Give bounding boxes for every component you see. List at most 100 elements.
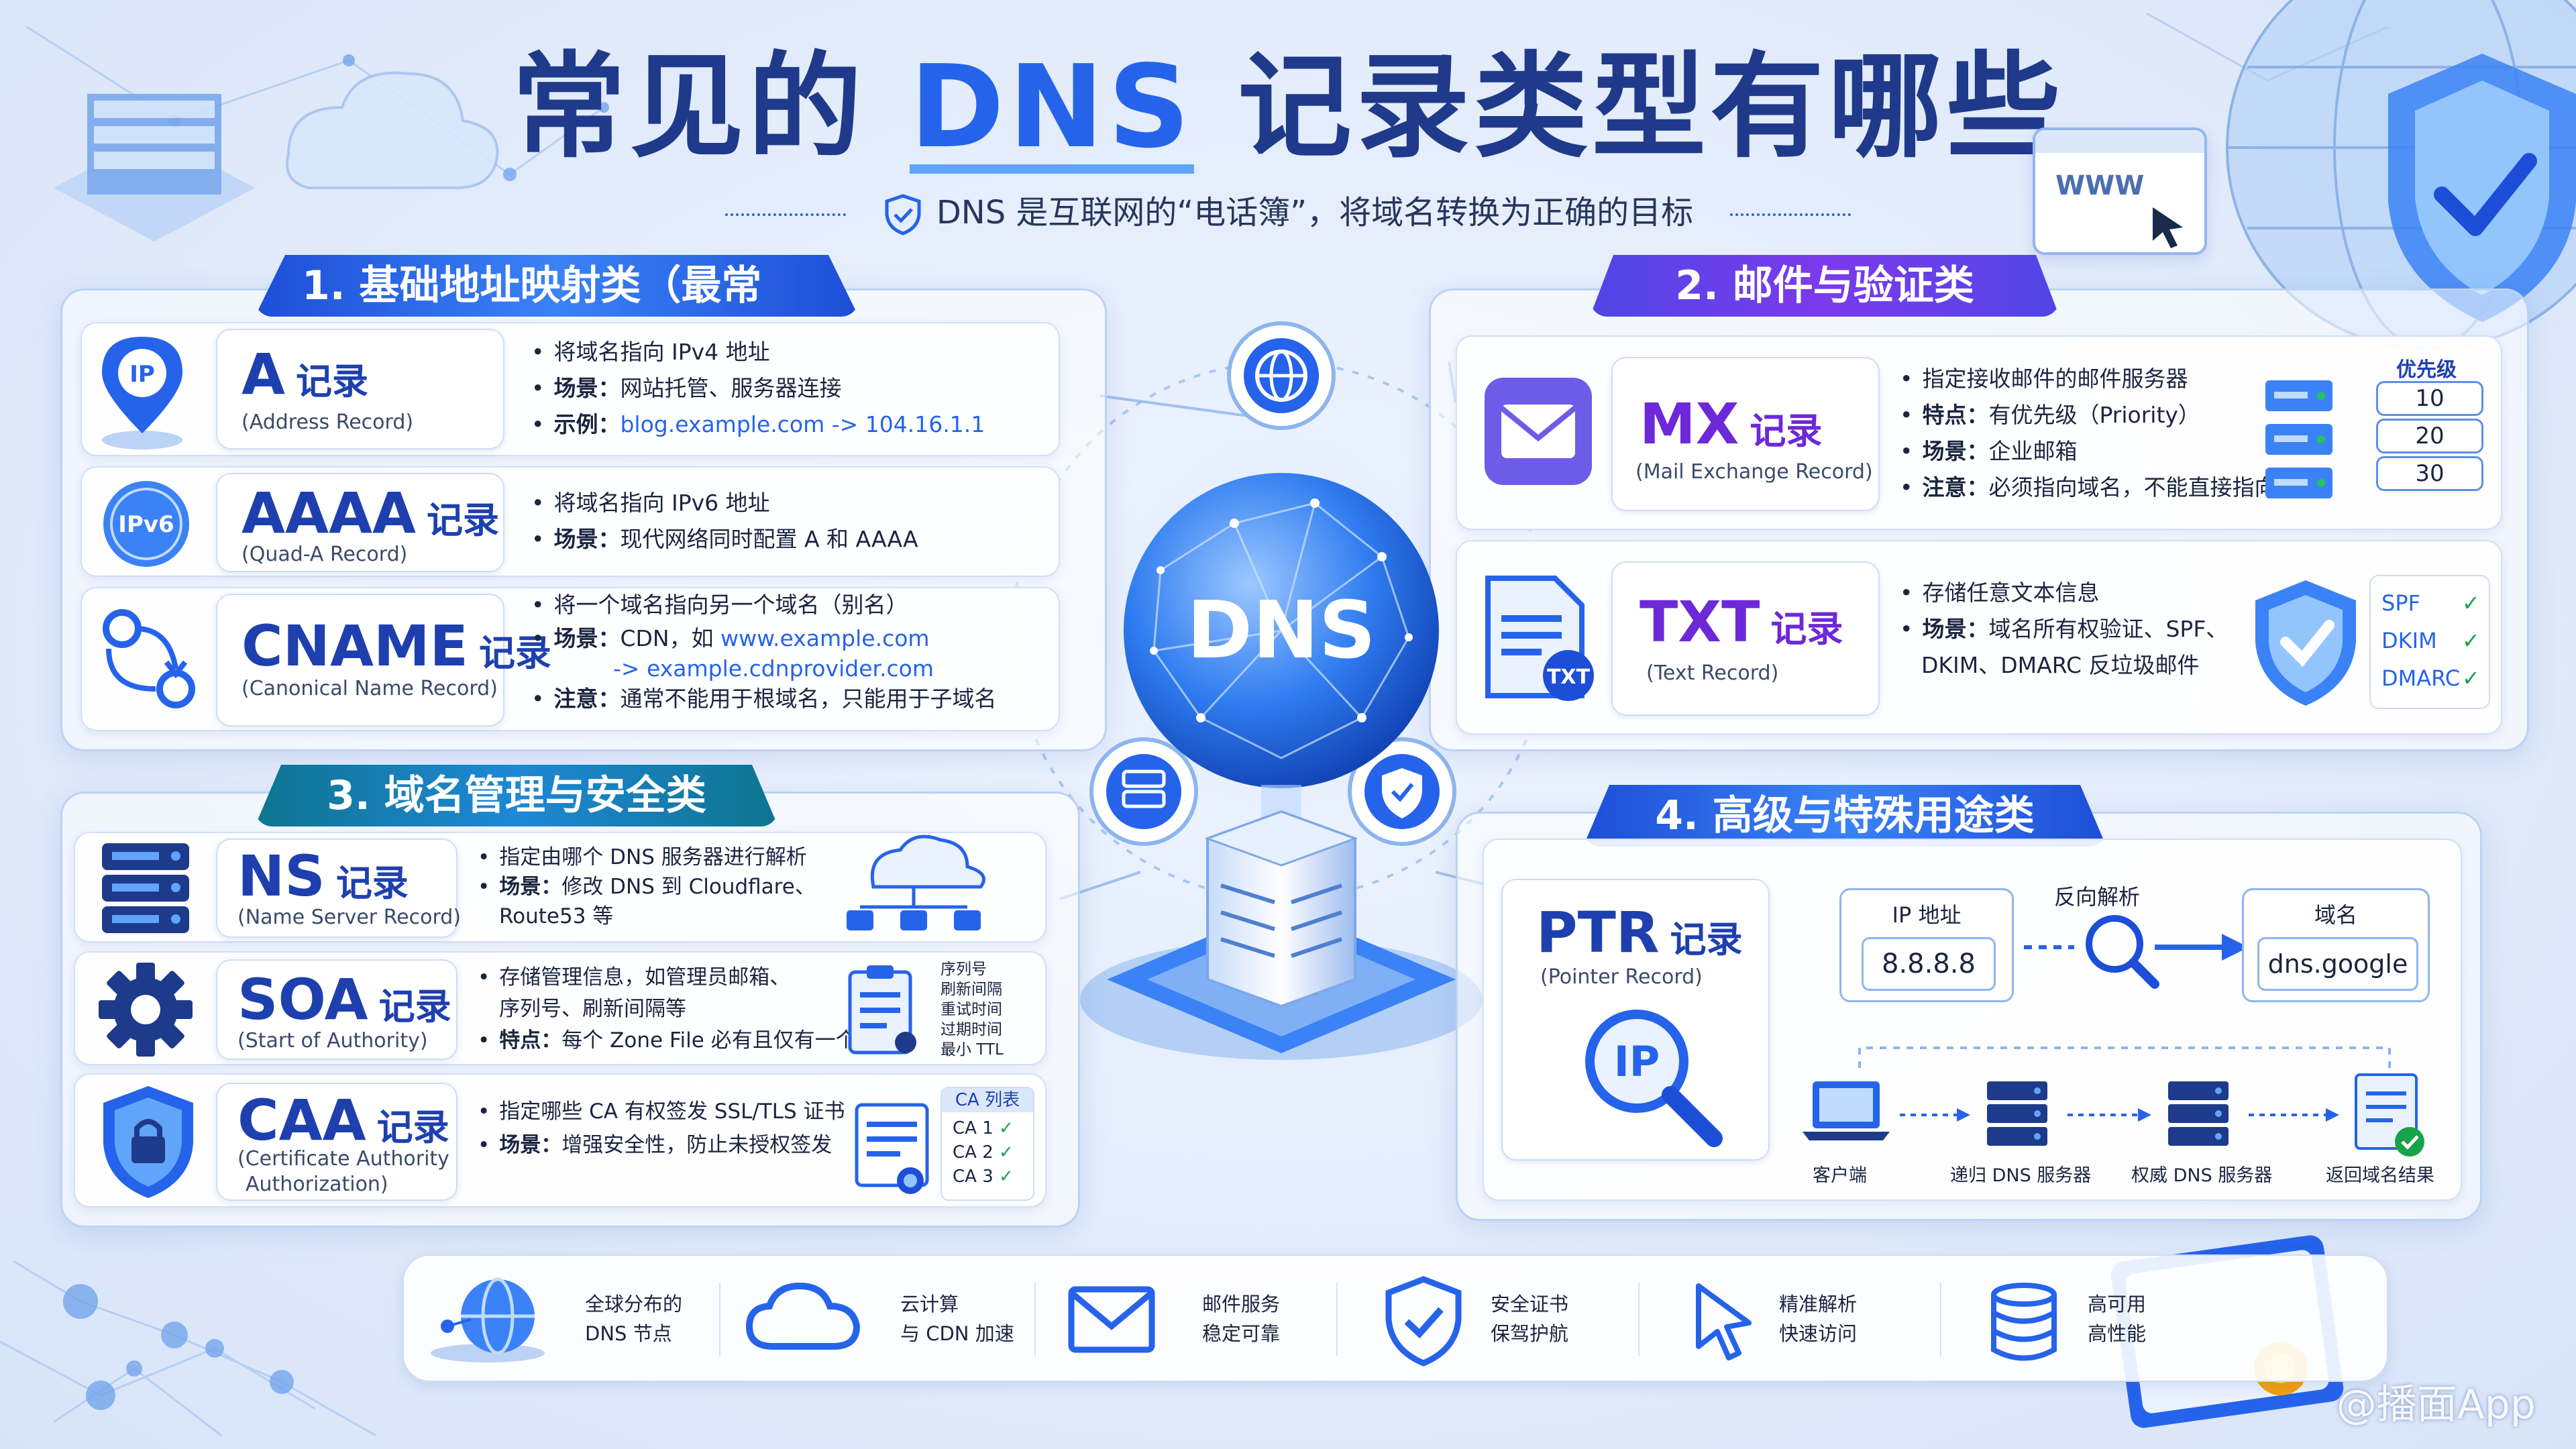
feature-line: 精准解析: [1779, 1293, 1858, 1316]
bullet-text: 有优先级（Priority）: [1988, 402, 2200, 428]
mail-icon: [1485, 378, 1592, 485]
bullet-key: 注意：: [553, 686, 621, 712]
feature-separator: [1638, 1283, 1640, 1356]
section-header-4: 4. 高级与特殊用途类: [1583, 785, 2106, 847]
clipboard-icon: [848, 965, 916, 1055]
checkmark-icon: ✓: [2462, 665, 2480, 691]
bullet: 特点：有优先级（Priority）: [1900, 397, 2304, 433]
feature-line: DNS 节点: [585, 1322, 672, 1345]
feature-separator: [1034, 1283, 1036, 1356]
title-prefix: 常见的: [511, 41, 910, 174]
record-bullets-caa: 指定哪些 CA 有权签发 SSL/TLS 证书 场景：增强安全性，防止未授权签发: [478, 1095, 845, 1162]
bullet-text: 现代网络同时配置 A 和 AAAA: [620, 526, 918, 552]
record-name-a-text: A: [241, 341, 286, 407]
example-link[interactable]: blog.example.com -> 104.16.1.1: [620, 411, 985, 437]
authoritative-server-icon: [2168, 1081, 2229, 1146]
flow-label: 递归 DNS 服务器: [1950, 1165, 2092, 1186]
section-header-2: 2. 邮件与验证类: [1590, 255, 2059, 317]
soa-field: 序列号: [941, 961, 987, 978]
subtitle-line-left: [724, 213, 846, 216]
ca-list-items: CA 1 ✓ CA 2 ✓ CA 3 ✓: [942, 1112, 1033, 1189]
feature-line: 云计算: [900, 1293, 959, 1316]
record-full-caa-2: Authorization): [246, 1173, 388, 1196]
feature-line: 高性能: [2088, 1322, 2147, 1345]
cursor-icon: [1696, 1283, 1752, 1360]
watermark: @播面App: [2336, 1381, 2536, 1428]
bullet-key: 场景：: [499, 875, 562, 899]
bullet: 将域名指向 IPv4 地址: [531, 334, 985, 370]
ca-item-label: CA 2: [953, 1142, 994, 1163]
page-title: 常见的 DNS 记录类型有哪些: [0, 40, 2576, 174]
bullet-text: 网站托管、服务器连接: [620, 375, 842, 401]
record-name-soa-text: SOA: [237, 967, 368, 1032]
example-link[interactable]: www.example.com: [720, 625, 930, 651]
record-name-mx-text: MX: [1640, 391, 1739, 457]
ip-search-label: IP: [1614, 1037, 1660, 1086]
bullet-text: 域名所有权验证、SPF、: [1988, 616, 2229, 642]
soa-field: 过期时间: [941, 1021, 1002, 1038]
server-node-icon: [1089, 737, 1198, 846]
bullet-text: 序列号、刷新间隔等: [499, 997, 686, 1021]
feature-item-mail: 邮件服务稳定可靠: [1048, 1256, 1330, 1383]
bullet: 场景：CDN，如 www.example.com: [531, 622, 996, 655]
record-name-ptr-text: PTR: [1536, 900, 1660, 965]
record-full-cname: (Canonical Name Record): [241, 677, 498, 700]
cloud-icon: [746, 1283, 860, 1350]
soa-field: 最小 TTL: [941, 1041, 1004, 1059]
bullet-text: DKIM、DMARC 反垃圾邮件: [1921, 652, 2200, 678]
ip-pin-label: IP: [129, 361, 155, 388]
record-word: 记录: [335, 862, 409, 904]
checkmark-icon: ✓: [2462, 590, 2480, 616]
bullet-key: 特点：: [499, 1028, 562, 1053]
record-name-aaaa-text: AAAA: [241, 480, 417, 546]
bullet: 将域名指向 IPv6 地址: [531, 485, 918, 521]
bullet: 注意：必须指向域名，不能直接指向 IP: [1900, 470, 2303, 506]
bullet-text: CDN，如: [620, 625, 721, 651]
record-word: 记录: [376, 1106, 449, 1148]
bullet-key: 特点：: [1922, 402, 1989, 428]
bullet-text: Route53 等: [499, 904, 614, 928]
record-bullets-aaaa: 将域名指向 IPv6 地址 场景：现代网络同时配置 A 和 AAAA: [531, 485, 918, 557]
ip-address-value: 8.8.8.8: [1862, 937, 1996, 991]
mail-servers-icon: [2265, 380, 2332, 498]
gear-icon: [99, 963, 193, 1057]
reverse-lookup-arrow: [2024, 915, 2249, 989]
auth-check-list: SPF✓ DKIM✓ DMARC✓: [2369, 575, 2490, 709]
record-full-caa-1: (Certificate Authority: [237, 1147, 449, 1171]
subtitle: DNS 是互联网的“电话簿”，将域名转换为正确的目标: [0, 189, 2576, 236]
cdn-link[interactable]: -> example.cdnprovider.com: [613, 655, 934, 682]
record-name-ns-text: NS: [237, 843, 325, 909]
ca-list-title: CA 列表: [942, 1088, 1033, 1112]
shield-node-icon: [1348, 737, 1456, 846]
bullet-key: 注意：: [1922, 474, 1989, 500]
bullet-key: 场景：: [499, 1133, 562, 1157]
server-rack-icon: [102, 843, 189, 933]
laptop-icon: [1803, 1081, 1890, 1140]
record-full-mx: (Mail Exchange Record): [1635, 460, 1873, 484]
bullet-continuation: 序列号、刷新间隔等: [478, 994, 857, 1025]
record-full-soa: (Start of Authority): [237, 1029, 428, 1053]
record-bullets-soa: 存储管理信息，如管理员邮箱、 序列号、刷新间隔等 特点：每个 Zone File…: [478, 962, 857, 1057]
shield-icon: [1385, 1276, 1462, 1366]
bullet-text: 将域名指向 IPv6 地址: [553, 490, 770, 516]
bullet-text: 指定接收邮件的邮件服务器: [1922, 366, 2188, 392]
soa-field-list: 序列号 刷新间隔 重试时间 过期时间 最小 TTL: [941, 959, 1004, 1060]
document-txt-icon: TXT: [1485, 576, 1594, 701]
record-bullets-txt: 存储任意文本信息 场景：域名所有权验证、SPF、 DKIM、DMARC 反垃圾邮…: [1900, 575, 2228, 684]
record-full-aaaa: (Quad-A Record): [241, 543, 408, 566]
section-header-1: 1. 基础地址映射类（最常用）: [255, 255, 859, 317]
ipv6-icon: IPv6: [103, 481, 189, 567]
dns-center-label: DNS: [1187, 584, 1376, 676]
record-name-txt-text: TXT: [1640, 589, 1760, 655]
soa-field: 重试时间: [941, 1001, 1002, 1018]
